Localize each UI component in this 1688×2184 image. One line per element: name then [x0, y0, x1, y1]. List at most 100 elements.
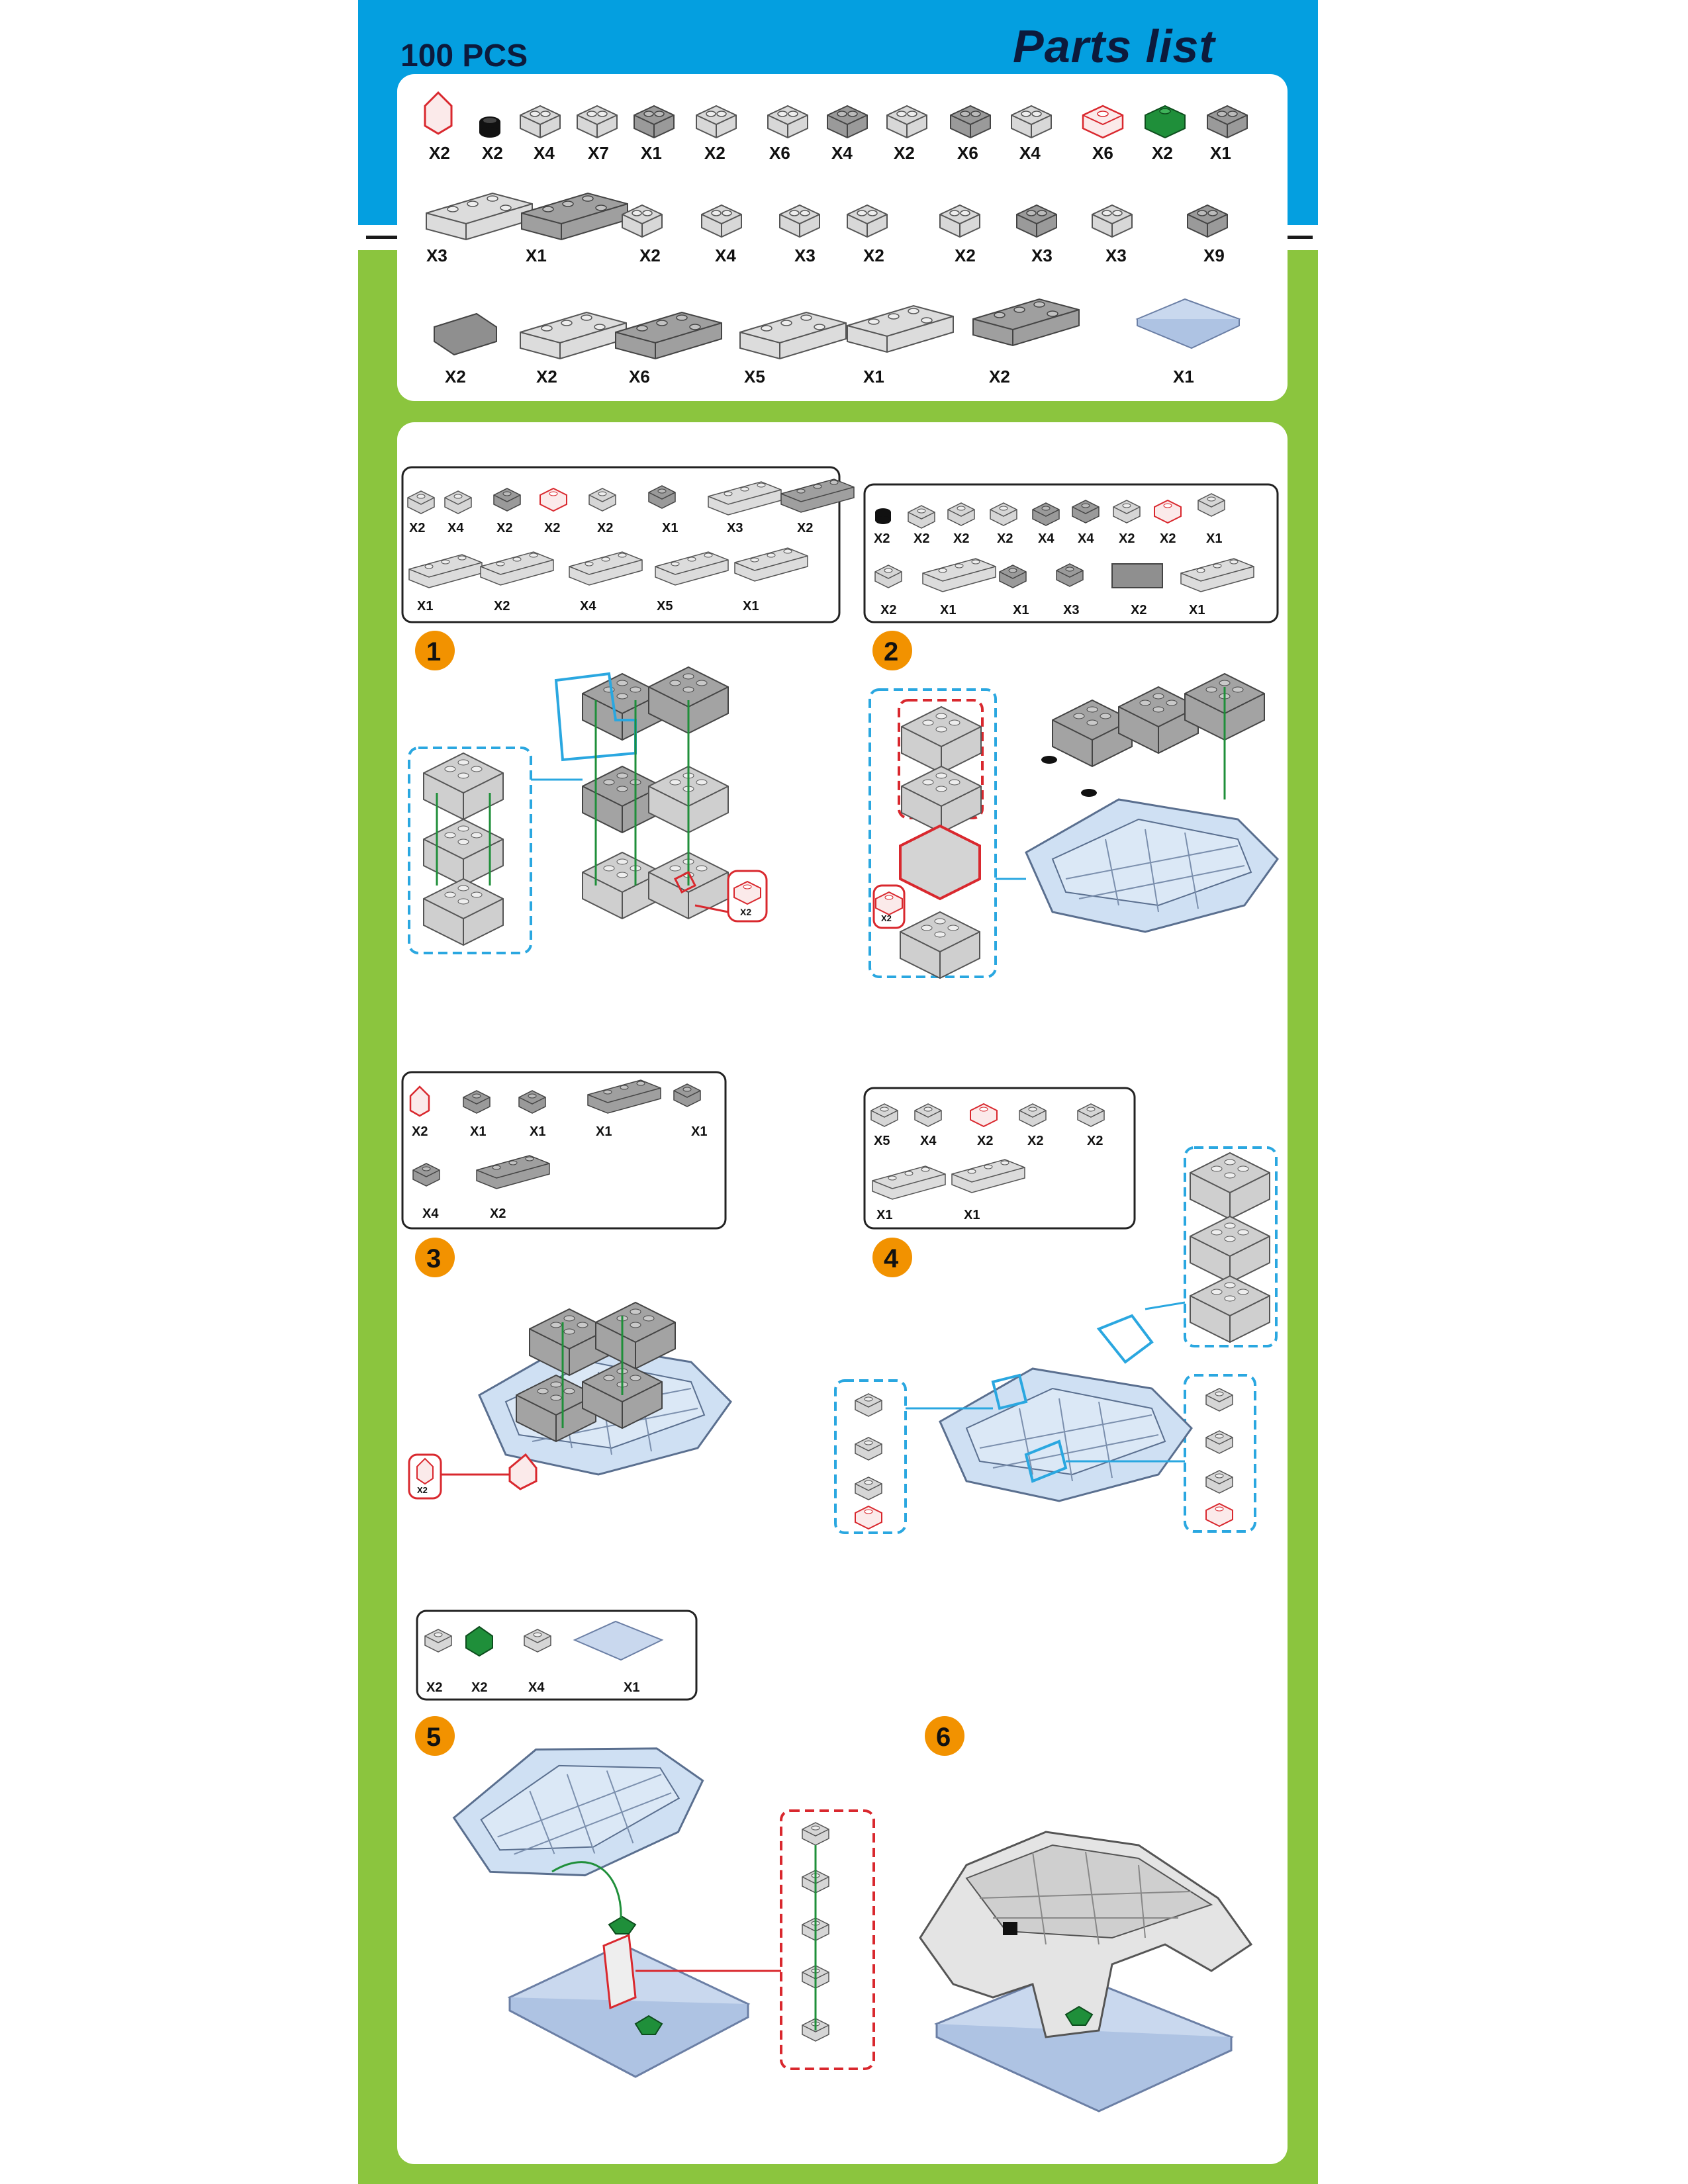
qty-label: X4 [528, 1680, 545, 1695]
qty-label: X5 [874, 1134, 890, 1148]
plate-corner-icon [847, 205, 888, 238]
piece-count: 100 PCS [400, 38, 528, 73]
step-5-subassembly-box [780, 1809, 875, 2070]
qty-label: X4 [831, 143, 853, 163]
qty-label: X2 [445, 367, 466, 387]
qty-label: X4 [447, 521, 464, 535]
step-3-parts-box [401, 1071, 727, 1230]
parts-row-1-quantities: X2 X2 X4 X7 X1 X2 X6 X4 X2 X6 X4 X6 X2 X… [429, 143, 1231, 163]
qty-label: X2 [639, 246, 661, 265]
qty-label: X1 [964, 1208, 980, 1222]
qty-label: X2 [1119, 531, 1135, 546]
qty-label: X4 [920, 1134, 937, 1148]
step-2-subassembly-box [868, 688, 997, 978]
step-3: X2 X1 X1 X1 X1 X4 X2 3 X2 [401, 1071, 732, 1500]
tile-2x4-dark-icon [434, 312, 497, 356]
qty-label: X4 [534, 143, 555, 163]
round-black-stud-icon [479, 116, 500, 138]
qty-label: X2 [1160, 531, 1176, 546]
qty-label: X7 [588, 143, 609, 163]
qty-label: X1 [743, 599, 759, 614]
parts-list-panel: X2 X2 X4 X7 X1 X2 X6 X4 X2 X6 X4 X6 X2 X… [397, 74, 1288, 401]
qty-label: X2 [536, 367, 557, 387]
brick-2x2-icon [701, 205, 742, 238]
qty-label: X4 [715, 246, 736, 265]
brick-white-icon [696, 105, 737, 138]
qty-label: X2 [412, 1124, 428, 1139]
qty-label: X3 [1105, 246, 1127, 265]
step-5: X2 X2 X4 X1 5 [415, 1610, 875, 2078]
qty-label: X2 [1131, 603, 1147, 617]
step-4: X5 X4 X2 X2 X2 X1 X1 4 [834, 1087, 1278, 1534]
qty-label: X4 [422, 1206, 439, 1221]
qty-label: X6 [1092, 143, 1113, 163]
brick-1x2-dark-icon [633, 105, 675, 138]
qty-label: X4 [1078, 531, 1094, 546]
callout-qty: X2 [881, 913, 892, 923]
green-plate-icon [1145, 105, 1186, 138]
step-number: 2 [884, 637, 898, 666]
step-badge [415, 1716, 455, 1756]
qty-label: X1 [662, 521, 678, 535]
qty-label: X2 [544, 521, 560, 535]
step-badge [872, 631, 912, 670]
qty-label: X2 [955, 246, 976, 265]
plate-2x4-icon-b [520, 312, 627, 359]
qty-label: X2 [863, 246, 884, 265]
tile-red-icon [1082, 105, 1124, 139]
qty-label: X4 [580, 599, 596, 614]
step-badge [415, 631, 455, 670]
qty-label: X3 [426, 246, 447, 265]
bracket-icon [886, 105, 927, 138]
qty-label: X6 [769, 143, 790, 163]
qty-label: X3 [1063, 603, 1079, 617]
qty-label: X2 [874, 531, 890, 546]
qty-label: X2 [997, 531, 1013, 546]
brick-2x3-dark-icon [1187, 205, 1228, 238]
qty-label: X6 [957, 143, 978, 163]
qty-label: X6 [629, 367, 650, 387]
angle-plate-icon [1011, 105, 1052, 138]
eye-icon [1003, 1922, 1017, 1935]
plate-2x4-icon [426, 193, 533, 240]
parts-row-2-icons [426, 193, 1228, 240]
step-6: 6 [919, 1716, 1253, 2113]
plate-1x6-icon [739, 312, 847, 359]
brick-1x2-icon [577, 105, 618, 138]
qty-label: X2 [704, 143, 726, 163]
parts-row-1-icons [424, 91, 1248, 139]
qty-label: X1 [1013, 603, 1029, 617]
step-1-subassembly-box [408, 747, 532, 954]
plate-corner-2-icon [939, 205, 980, 238]
qty-label: X1 [940, 603, 956, 617]
parts-row-3-icons [434, 298, 1241, 359]
qty-label: X2 [977, 1134, 993, 1148]
qty-label: X1 [596, 1124, 612, 1139]
brick-1x1-icon [520, 105, 561, 138]
step-4-subassembly-right [1184, 1374, 1256, 1533]
baseplate-assembly [507, 1943, 751, 2078]
qty-label: X2 [429, 143, 450, 163]
qty-label: X3 [794, 246, 816, 265]
step-1: X2 X4 X2 X2 X2 X1 X3 X2 X1 X2 X4 X5 X1 1 [401, 466, 855, 954]
step-number: 3 [426, 1244, 441, 1273]
step-badge [925, 1716, 964, 1756]
qty-label: X5 [744, 367, 765, 387]
qty-label: X1 [1189, 603, 1205, 617]
brick-2x3-icon [1092, 205, 1133, 238]
brick-1x2-light-icon [767, 105, 808, 138]
qty-label: X2 [471, 1680, 487, 1695]
green-plate-icon [465, 1625, 493, 1657]
bracket-dark-icon [950, 105, 991, 138]
step-number: 5 [426, 1723, 441, 1752]
brick-2x4-icon [615, 312, 722, 359]
parts-row-2-quantities: X3 X1 X2 X4 X3 X2 X2 X3 X3 X9 [426, 246, 1225, 265]
qty-label: X2 [409, 521, 425, 535]
plate-2x2-dark-icon [1207, 105, 1248, 138]
qty-label: X2 [494, 599, 510, 614]
qty-label: X3 [1031, 246, 1053, 265]
callout-qty: X2 [740, 907, 751, 917]
eye-black-stud-icon [1041, 756, 1097, 797]
qty-label: X1 [863, 367, 884, 387]
qty-label: X1 [526, 246, 547, 265]
